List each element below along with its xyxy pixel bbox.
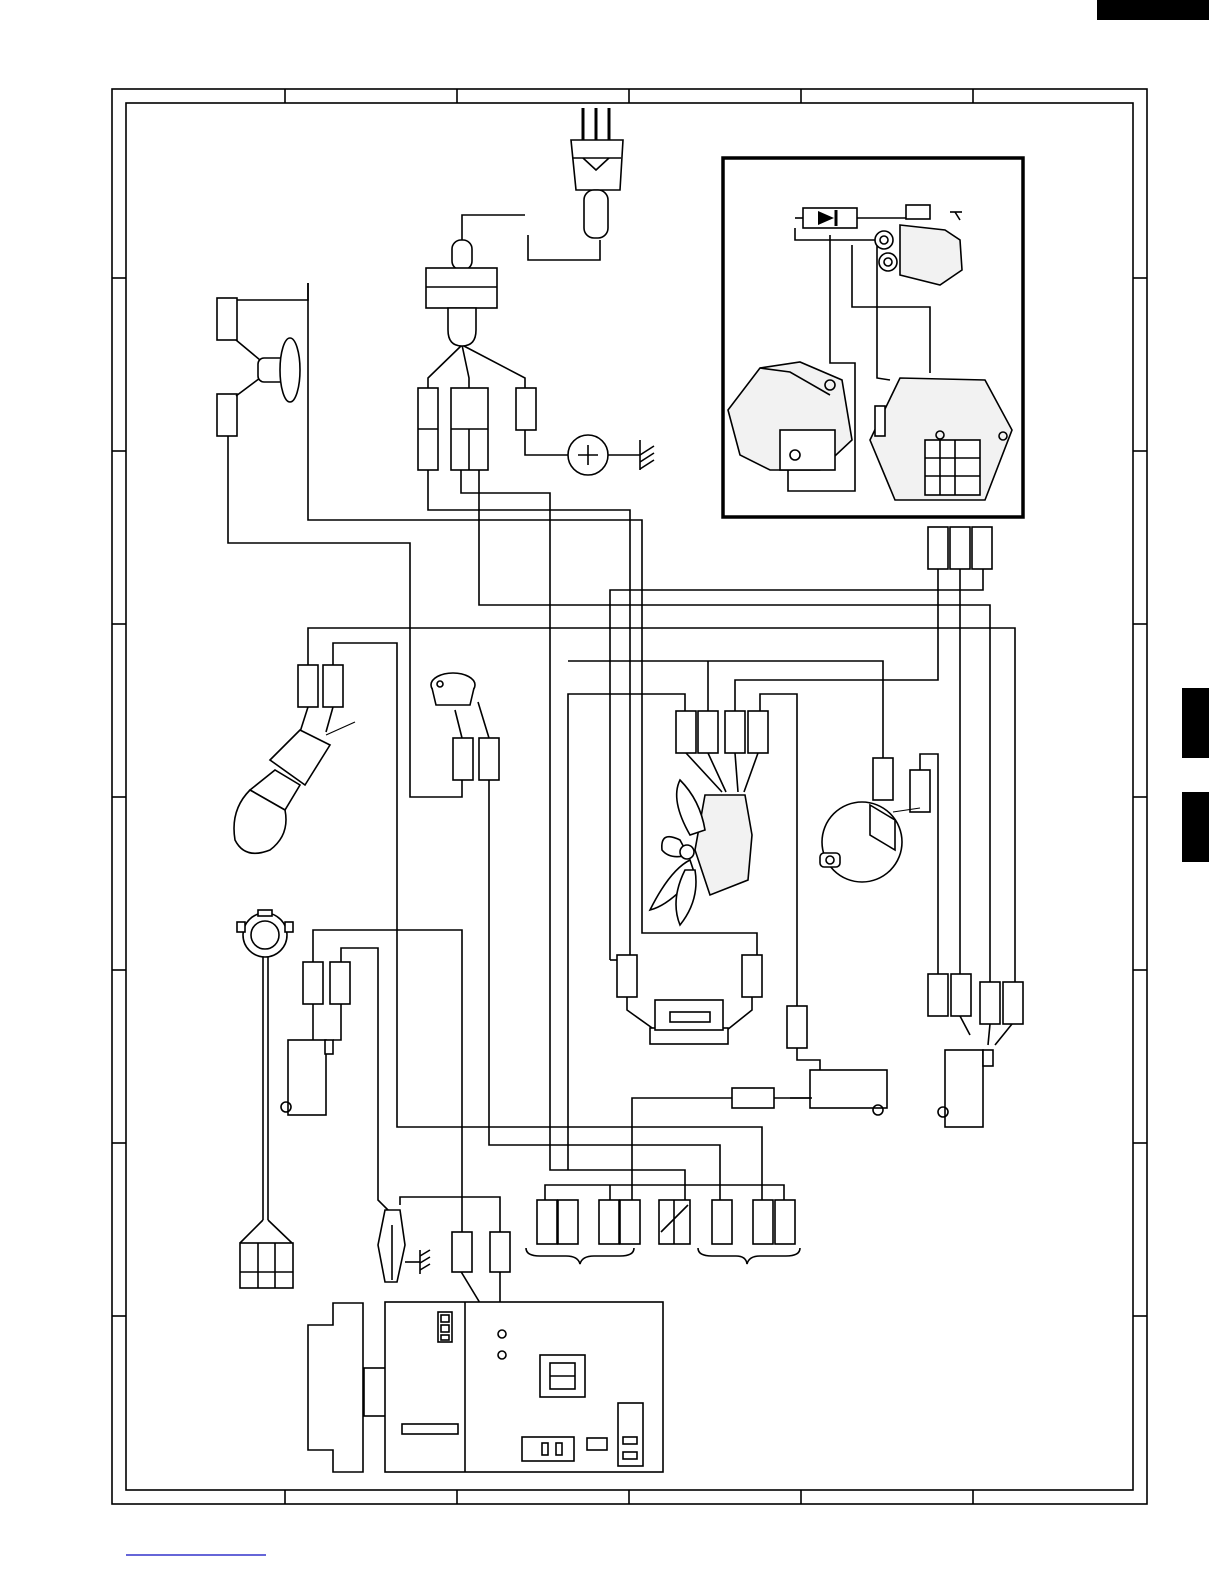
ground-terminal: [378, 1210, 430, 1282]
sensor-probe-icon: [237, 910, 293, 1288]
circuit-board-icon: [308, 1302, 663, 1472]
fuse-icon: [650, 1000, 728, 1044]
high-voltage-section: [723, 158, 1023, 517]
fan-icon: [650, 753, 758, 925]
wiring-harness: [228, 208, 1015, 1352]
side-tab-lower: [1182, 792, 1209, 862]
side-tab-upper: [1182, 688, 1209, 758]
transformer-icon: [870, 378, 1012, 500]
header-tab: [1097, 0, 1209, 20]
plug-icon: [571, 108, 623, 238]
switch-icon: [790, 1070, 887, 1115]
thermostat-icon: [431, 673, 489, 738]
connector-group-brackets: [526, 1248, 800, 1264]
diode-icon: [795, 208, 857, 228]
lamp-bulb-icon: [234, 707, 355, 853]
switch-icon: [938, 1016, 1012, 1127]
filter-block-icon: [426, 240, 497, 346]
magnetron-icon: [728, 362, 852, 470]
motor-icon: [820, 802, 920, 882]
capacitor-icon: [875, 205, 962, 285]
switch-icon: [281, 1040, 333, 1115]
thermostat-icon: [236, 338, 300, 402]
